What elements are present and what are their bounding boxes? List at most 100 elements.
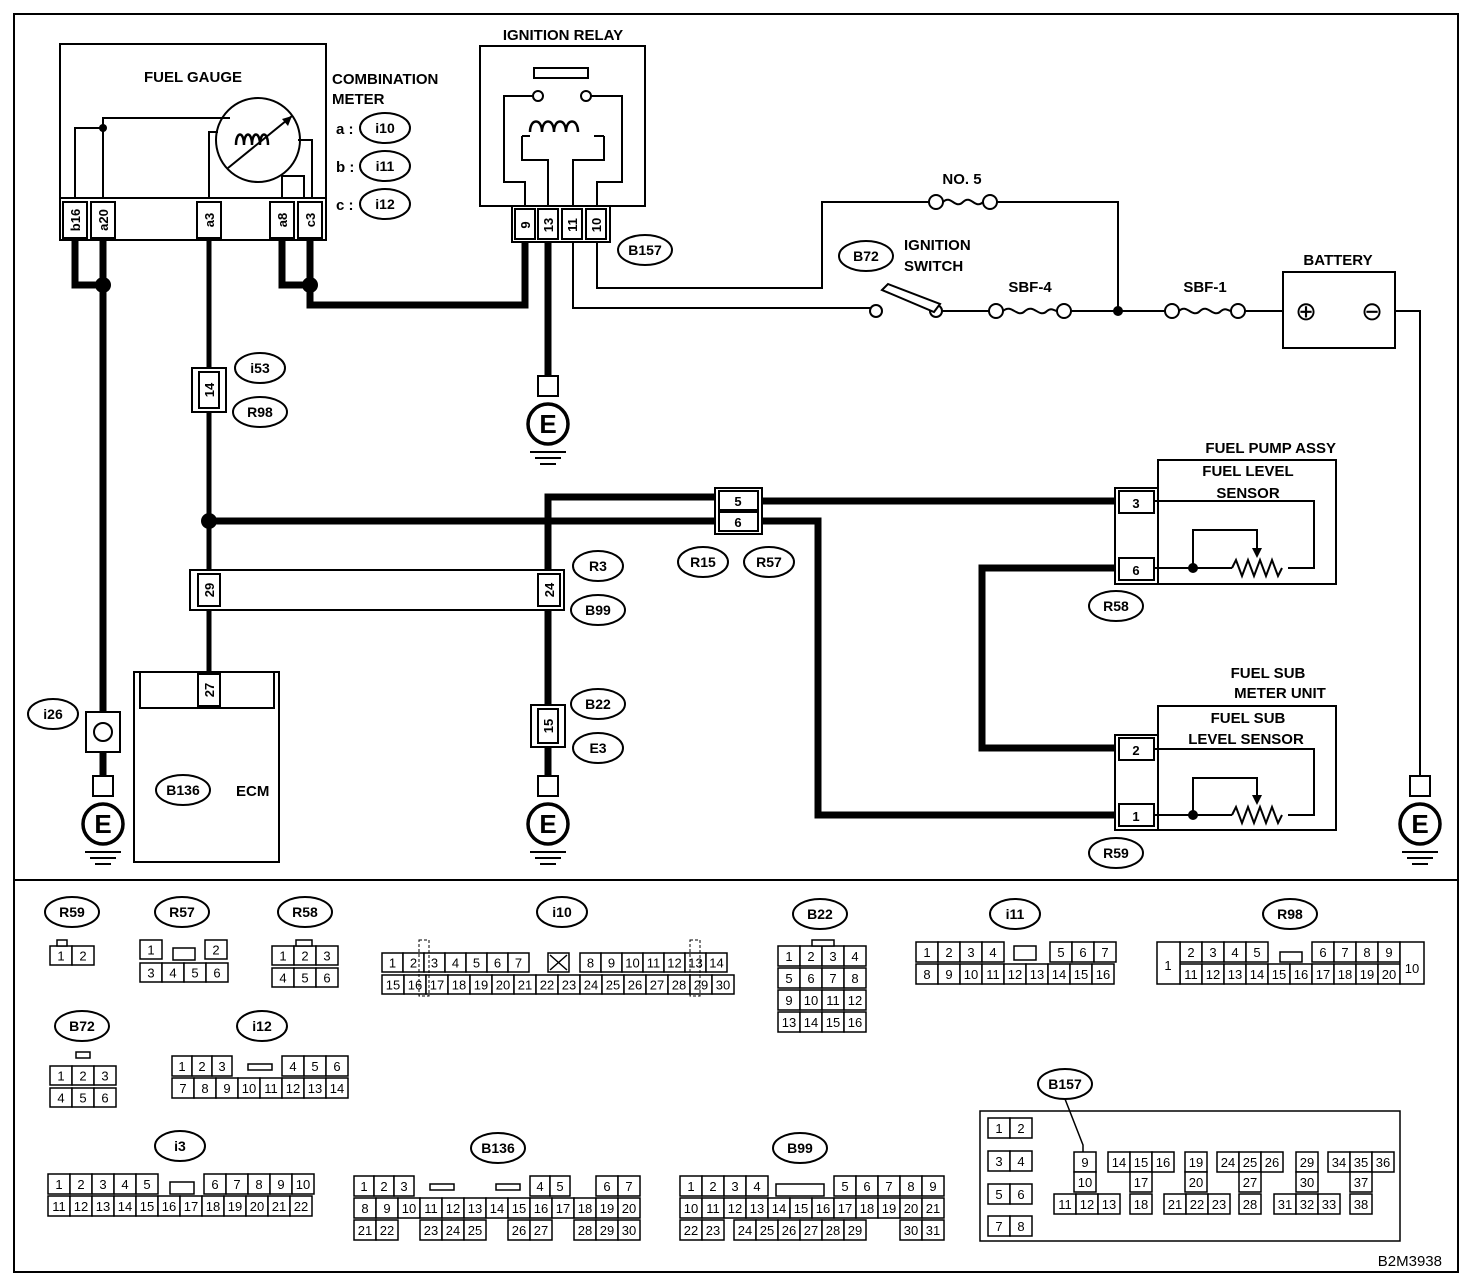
pin-number: 26 (782, 1223, 796, 1238)
pin-label-6: 6 (1132, 563, 1139, 578)
blank-pin-x-icon (549, 954, 568, 971)
pin-number: 7 (179, 1081, 186, 1096)
pin-number: 16 (1096, 967, 1110, 982)
pin-number: 38 (1354, 1197, 1368, 1212)
pin-cell (93, 1065, 117, 1086)
pin-number: 29 (1300, 1155, 1314, 1170)
meter-pins: b16 a20 a3 a8 c3 (62, 201, 323, 239)
pin-number: 5 (191, 966, 198, 981)
pin-cell (1009, 1150, 1033, 1172)
connector-oval-r58 (1088, 590, 1144, 622)
pin-box (62, 201, 88, 239)
connector-i26-pin (93, 722, 113, 742)
pin-number: 15 (386, 978, 400, 993)
connector-id-b72: B72 (69, 1018, 95, 1034)
pin-number: 10 (625, 956, 639, 971)
ignition-relay-label: IGNITION RELAY (503, 27, 623, 44)
relay-wire (503, 95, 533, 210)
connector-id-r58: R58 (1103, 598, 1129, 614)
pin-number: 31 (1278, 1197, 1292, 1212)
pin-number: 10 (1405, 961, 1419, 976)
connector-oval-b72 (54, 1010, 110, 1042)
pin-box (718, 511, 759, 532)
pin-box (718, 490, 759, 511)
junction-dot (95, 277, 111, 293)
pin-number: 28 (578, 1223, 592, 1238)
pin-number: 24 (1221, 1155, 1235, 1170)
pin-cell (701, 1219, 725, 1241)
pin-number: 21 (518, 978, 532, 993)
fuse-sbf4-element (1002, 307, 1058, 315)
pin-box (297, 201, 323, 239)
pin-number: 27 (1243, 1175, 1257, 1190)
pin-box (585, 208, 607, 240)
pin-number: 4 (279, 971, 286, 986)
pin-number: 4 (121, 1177, 128, 1192)
pin-number: 1 (279, 949, 286, 964)
pin-number: 12 (1080, 1197, 1094, 1212)
pin-number: 25 (760, 1223, 774, 1238)
pin-number: 19 (600, 1201, 614, 1216)
pin-number: 7 (233, 1177, 240, 1192)
pin-number: 33 (1322, 1197, 1336, 1212)
pin-number: 7 (829, 971, 836, 986)
pin-number: 9 (608, 956, 615, 971)
pin-label-relay-11: 11 (565, 218, 580, 232)
pin-cell (1091, 963, 1115, 985)
pin-number: 6 (603, 1179, 610, 1194)
pin-cell (529, 1219, 553, 1241)
connector-id-b22: B22 (807, 906, 833, 922)
pin-number: 29 (694, 978, 708, 993)
pin-number: 7 (995, 1219, 1002, 1234)
pin-number: 27 (650, 978, 664, 993)
pin-number: 18 (452, 978, 466, 993)
pin-number: 16 (816, 1201, 830, 1216)
fuse-terminal (928, 194, 944, 210)
connector-id-b99: B99 (585, 602, 611, 618)
pin-number: 20 (496, 978, 510, 993)
connector-oval-r59 (44, 896, 100, 928)
pin-number: 2 (945, 945, 952, 960)
ground-connector (537, 775, 559, 797)
ground-icon (526, 802, 570, 846)
fuse-terminal (1164, 303, 1180, 319)
pin-number: 29 (600, 1223, 614, 1238)
pin-number: 13 (1030, 967, 1044, 982)
pin-number: 6 (863, 1179, 870, 1194)
wiper-arrow-icon (1252, 548, 1262, 558)
pin-cell (921, 1197, 945, 1219)
pin-number: 5 (79, 1091, 86, 1106)
pin-number: 4 (753, 1179, 760, 1194)
pin-number: 7 (885, 1179, 892, 1194)
meter-c-label: c : (336, 197, 354, 214)
pin-cell (1349, 1171, 1373, 1193)
pin-number: 1 (995, 1121, 1002, 1136)
ground-label: E (539, 809, 556, 839)
wire-r57-r59-1 (762, 517, 1115, 819)
wire-b16-ground (71, 240, 107, 712)
pin-number: 11 (1184, 967, 1198, 982)
pin-number: 2 (212, 943, 219, 958)
pin-number: 11 (826, 993, 840, 1008)
ecm: 27 ECM (133, 671, 280, 863)
pin-number: 15 (826, 1015, 840, 1030)
pin-cell (291, 1173, 315, 1195)
connector-latch (169, 1181, 195, 1195)
relay-coil-wire (521, 136, 549, 210)
connector-oval-i10 (536, 896, 588, 928)
pin-number: 12 (728, 1201, 742, 1216)
pin-label-relay-10: 10 (589, 218, 604, 232)
pin-number: 9 (1081, 1155, 1088, 1170)
pin-number: 9 (785, 993, 792, 1008)
fuse-no5-label: NO. 5 (942, 171, 981, 188)
ignition-switch-label-2: SWITCH (904, 258, 963, 275)
ground-connector (92, 775, 114, 797)
connector-key (689, 939, 701, 997)
pin-number: 5 (301, 971, 308, 986)
pin-number: 12 (286, 1081, 300, 1096)
pin-number: 25 (468, 1223, 482, 1238)
